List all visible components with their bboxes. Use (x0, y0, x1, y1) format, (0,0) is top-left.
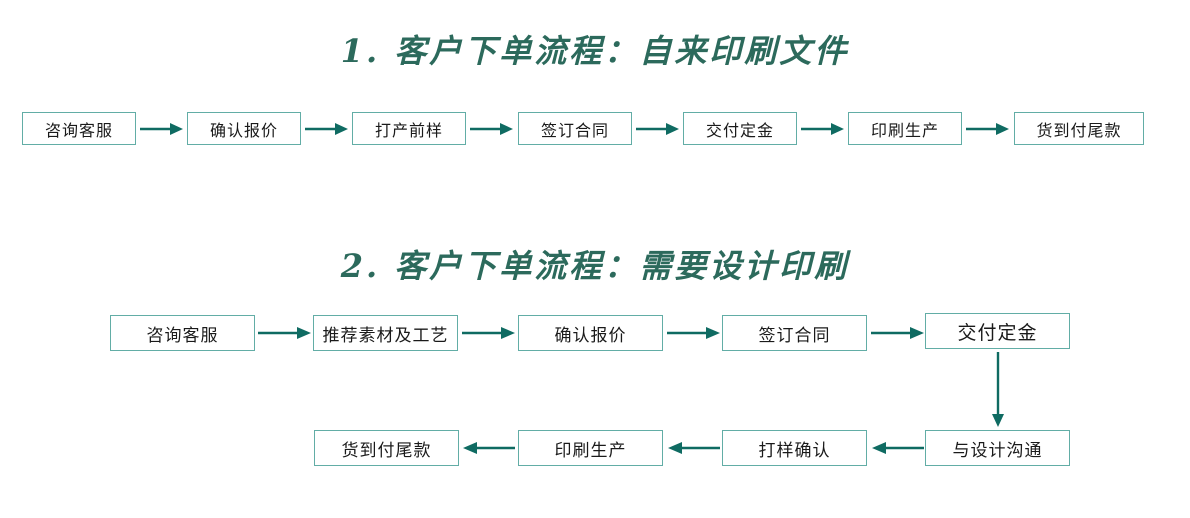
flow2-top-step-3[interactable]: 确认报价 (518, 315, 663, 351)
flow2-arrow-top-1-to-2 (258, 324, 312, 342)
flow1-arrow-2-to-3 (305, 120, 349, 138)
flowchart-2-title: 2. 客户下单流程：需要设计印刷 (340, 247, 850, 285)
flow1-step-5[interactable]: 交付定金 (683, 112, 797, 145)
flow2-arrow-vertical-down (988, 352, 1008, 428)
flow2-arrow-top-2-to-3 (462, 324, 516, 342)
flow2-top-step-4[interactable]: 签订合同 (722, 315, 867, 351)
flow1-step-6[interactable]: 印刷生产 (848, 112, 962, 145)
flow1-step-1[interactable]: 咨询客服 (22, 112, 136, 145)
flow2-top-step-5[interactable]: 交付定金 (925, 313, 1070, 349)
flow2-arrow-bottom-3-to-2 (667, 439, 721, 457)
flowchart-1-title: 1. 客户下单流程：自来印刷文件 (340, 32, 850, 70)
flow1-arrow-1-to-2 (140, 120, 184, 138)
flow1-step-3[interactable]: 打产前样 (352, 112, 466, 145)
flow1-arrow-6-to-7 (966, 120, 1010, 138)
flow2-top-step-1[interactable]: 咨询客服 (110, 315, 255, 351)
flow2-bottom-step-3[interactable]: 打样确认 (722, 430, 867, 466)
flow2-bottom-step-4[interactable]: 与设计沟通 (925, 430, 1070, 466)
flow1-step-4[interactable]: 签订合同 (518, 112, 632, 145)
flow2-arrow-bottom-2-to-1 (462, 439, 516, 457)
flow1-arrow-4-to-5 (636, 120, 680, 138)
flow1-step-7[interactable]: 货到付尾款 (1014, 112, 1144, 145)
flow2-arrow-top-4-to-5 (871, 324, 925, 342)
flow2-arrow-top-3-to-4 (667, 324, 721, 342)
flow2-top-step-2[interactable]: 推荐素材及工艺 (313, 315, 458, 351)
flow1-step-2[interactable]: 确认报价 (187, 112, 301, 145)
flow2-bottom-step-1[interactable]: 货到付尾款 (314, 430, 459, 466)
flow2-bottom-step-2[interactable]: 印刷生产 (518, 430, 663, 466)
flow2-arrow-bottom-4-to-3 (871, 439, 925, 457)
flow1-arrow-5-to-6 (801, 120, 845, 138)
flow1-arrow-3-to-4 (470, 120, 514, 138)
